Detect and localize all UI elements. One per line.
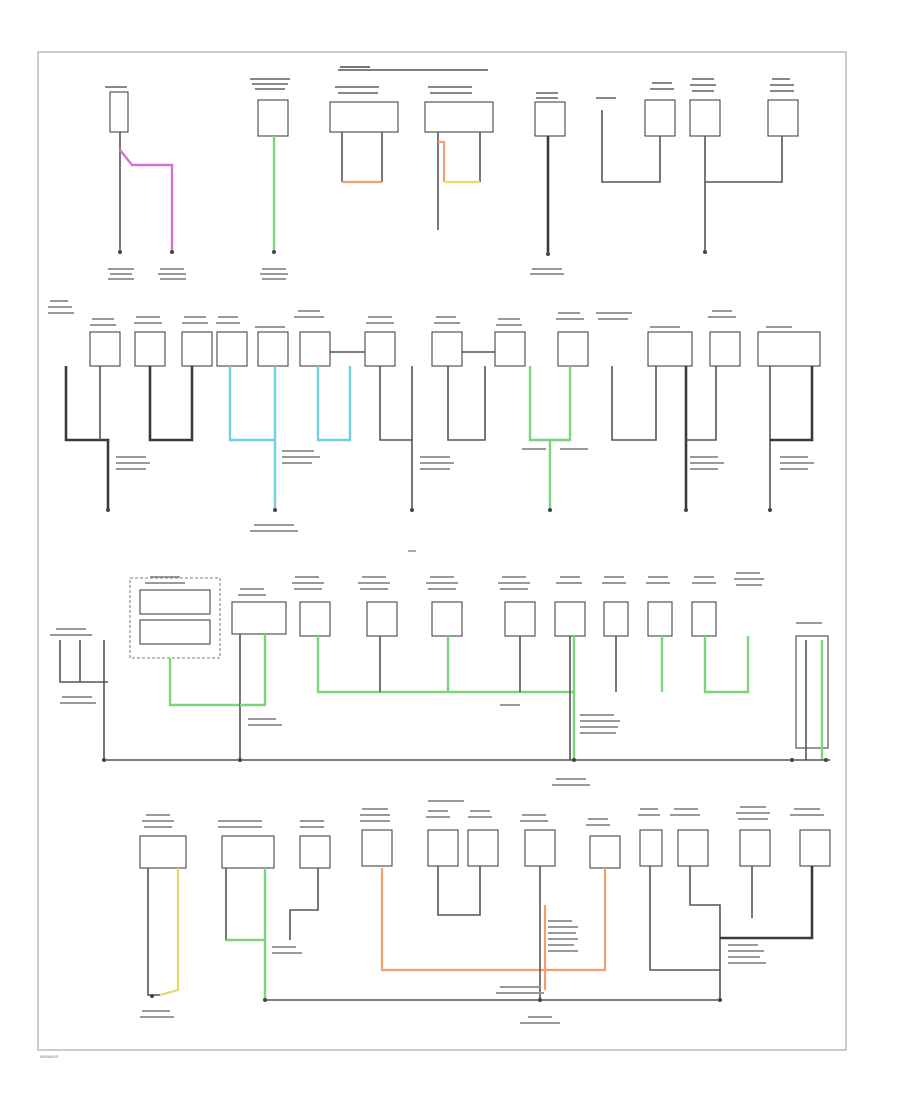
row2-wiring <box>64 366 814 512</box>
row3-wiring <box>59 634 830 762</box>
component-row1-3 <box>329 101 399 184</box>
row3-splice-labels <box>60 696 620 786</box>
row2-labels <box>48 300 792 328</box>
row4-splice-labels <box>140 920 766 1024</box>
row-1 <box>105 66 799 280</box>
row3-labels <box>50 572 822 636</box>
figure-code: WD00010 <box>40 1054 59 1059</box>
component-row1-5 <box>534 101 566 256</box>
row4-labels <box>142 800 824 828</box>
row-3 <box>50 550 830 786</box>
component-row1-6 <box>601 99 799 254</box>
component-row1-1 <box>109 91 174 254</box>
row2-splice-labels <box>116 448 814 532</box>
component-row1-2 <box>257 99 289 254</box>
diagram-border <box>37 51 847 1051</box>
row-2 <box>48 300 821 532</box>
row-4 <box>139 800 831 1024</box>
ground-labels-row1 <box>108 268 564 280</box>
component-row1-4 <box>424 101 494 230</box>
row4-wiring <box>147 866 814 1002</box>
